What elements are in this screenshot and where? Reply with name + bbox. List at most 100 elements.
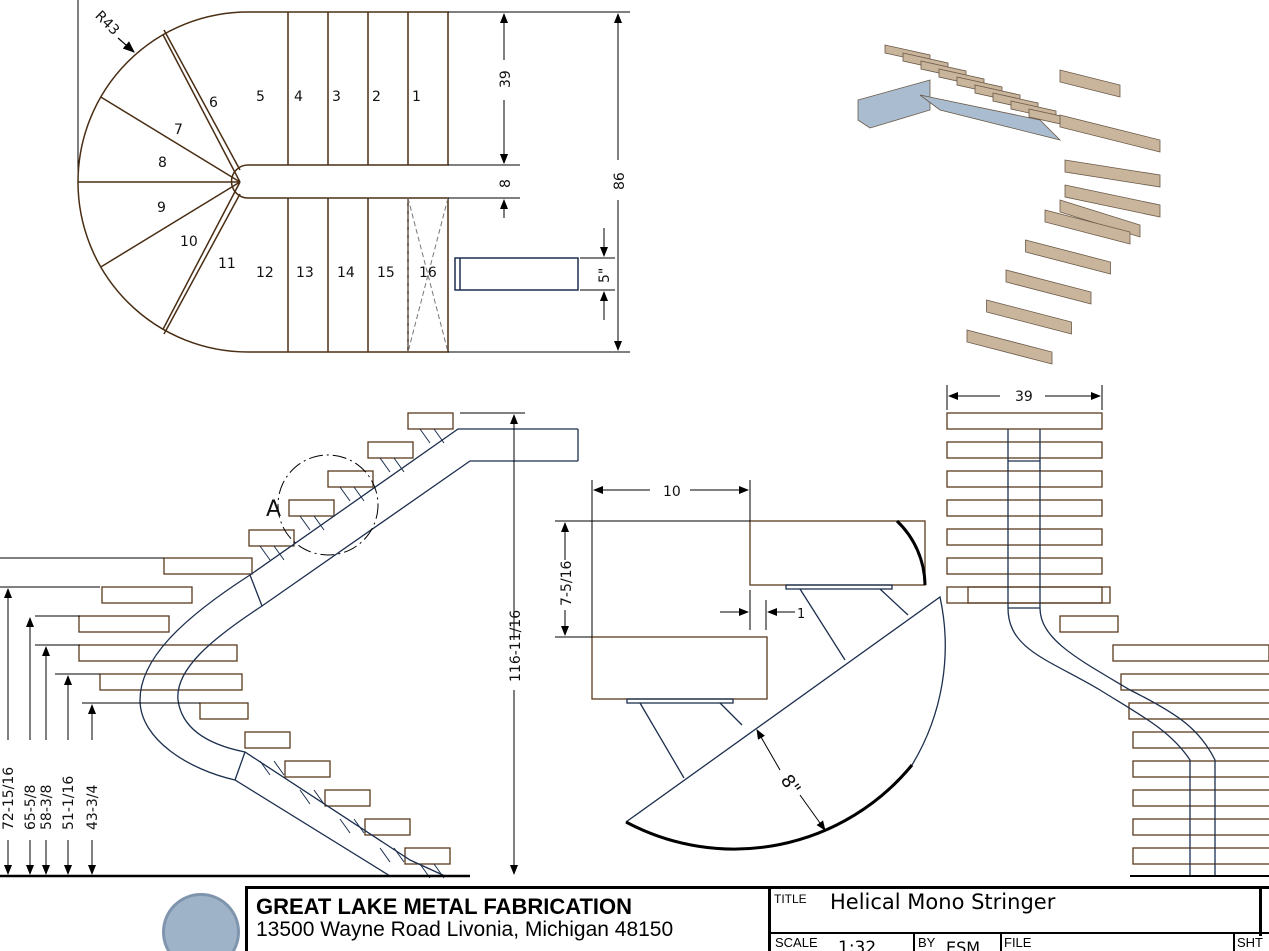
height-dim-label: 65-5/8 [23,785,39,830]
tread-number: 9 [157,200,166,216]
tread-support [339,818,351,834]
elevation-view [78,412,454,865]
winder-divider [162,181,241,330]
side-tread [1132,760,1269,778]
tread-support [419,428,431,444]
company-logo [162,893,240,951]
winder-divider [100,96,241,183]
dim-total-height: 116-11/16 [508,610,524,682]
tread-number: 12 [256,265,274,281]
tread-support [313,515,325,531]
winder-divider [163,29,241,171]
elevation-tread [324,789,371,807]
company-address: 13500 Wayne Road Livonia, Michigan 48150 [256,918,674,941]
side-tread [1128,702,1269,720]
elevation-tread [364,818,411,836]
side-tread [1132,818,1269,836]
tread-support [353,486,365,502]
side-tread [946,528,1103,546]
tread-support [259,760,271,776]
side-dim-width: 39 [1015,389,1033,405]
tread-support [379,457,391,473]
dim-stringer: 5" [597,268,613,283]
tread-number: 1 [412,89,421,105]
scale-value: 1:32 [838,938,877,951]
tread-number: 8 [158,155,167,171]
elevation-tread [367,441,414,459]
tread-support [353,818,365,834]
side-tread [1132,731,1269,749]
title-label: TITLE [774,892,807,906]
tread-support [299,515,311,531]
tread-number: 16 [419,265,437,281]
iso-tread [966,329,1053,365]
elevation-dimensions [0,412,525,875]
detail-callout: A [266,497,281,522]
iso-tread [986,299,1072,335]
iso-tread [1059,114,1161,153]
iso-tread [1064,159,1161,188]
dim-run-width: 39 [498,70,514,88]
plan-dimensions [448,11,630,353]
tread-number: 2 [372,89,381,105]
tread-support [273,760,285,776]
elevation-tread [288,499,335,517]
tread-number: 13 [296,265,314,281]
tread-number: 6 [209,95,218,111]
elevation-stringer [139,428,579,877]
iso-tread [1059,199,1141,238]
tread-support [259,545,271,561]
elevation-tread [99,673,243,691]
dim-overall: 86 [612,172,628,190]
tread-number: 5 [256,89,265,105]
sheet-label: SHT [1237,935,1263,950]
detail-dim-offset: 1 [797,607,805,622]
dim-gap: 8 [498,179,514,188]
side-tread [946,586,1103,604]
tread-number: 11 [218,256,236,272]
tread-support [313,789,325,805]
iso-tread [1064,184,1161,218]
iso-tread [1025,239,1111,275]
side-tread [946,499,1103,517]
by-label: BY [918,935,936,950]
side-tread [946,470,1103,488]
side-tread [1059,615,1119,633]
iso-tread [1044,209,1131,245]
plan-view [77,0,579,353]
winder-divider [100,181,241,268]
tread-support [339,486,351,502]
elevation-tread [244,731,291,749]
elevation-tread [163,557,253,575]
detail-dim-rise: 7-5/16 [559,561,575,606]
drawing-title: Helical Mono Stringer [830,890,1056,914]
tread-number: 14 [337,265,355,281]
elevation-tread [101,586,193,604]
elevation-tread [78,644,238,662]
tread-support [379,847,391,863]
radius-label: R43 [92,8,123,39]
tread-support [433,428,445,444]
elevation-tread [327,470,374,488]
side-view [946,412,1269,865]
elevation-tread [78,615,170,633]
elevation-tread [199,702,249,720]
height-dim-label: 72-15/16 [1,767,17,830]
tread-number: 7 [174,122,183,138]
elevation-tread [284,760,331,778]
tread-number: 10 [180,234,198,250]
side-tread [946,412,1103,430]
detail-view [591,519,946,851]
tread-support [393,847,405,863]
side-tread [1132,847,1269,865]
winder-divider [163,193,241,335]
elevation-tread [248,529,295,547]
side-tread [1112,644,1269,662]
iso-tread [1005,269,1092,305]
by-value: ESM [946,938,981,951]
side-tread [967,586,1111,604]
side-tread [1132,789,1269,807]
tread-support [273,545,285,561]
company-name: GREAT LAKE METAL FABRICATION [256,894,633,919]
